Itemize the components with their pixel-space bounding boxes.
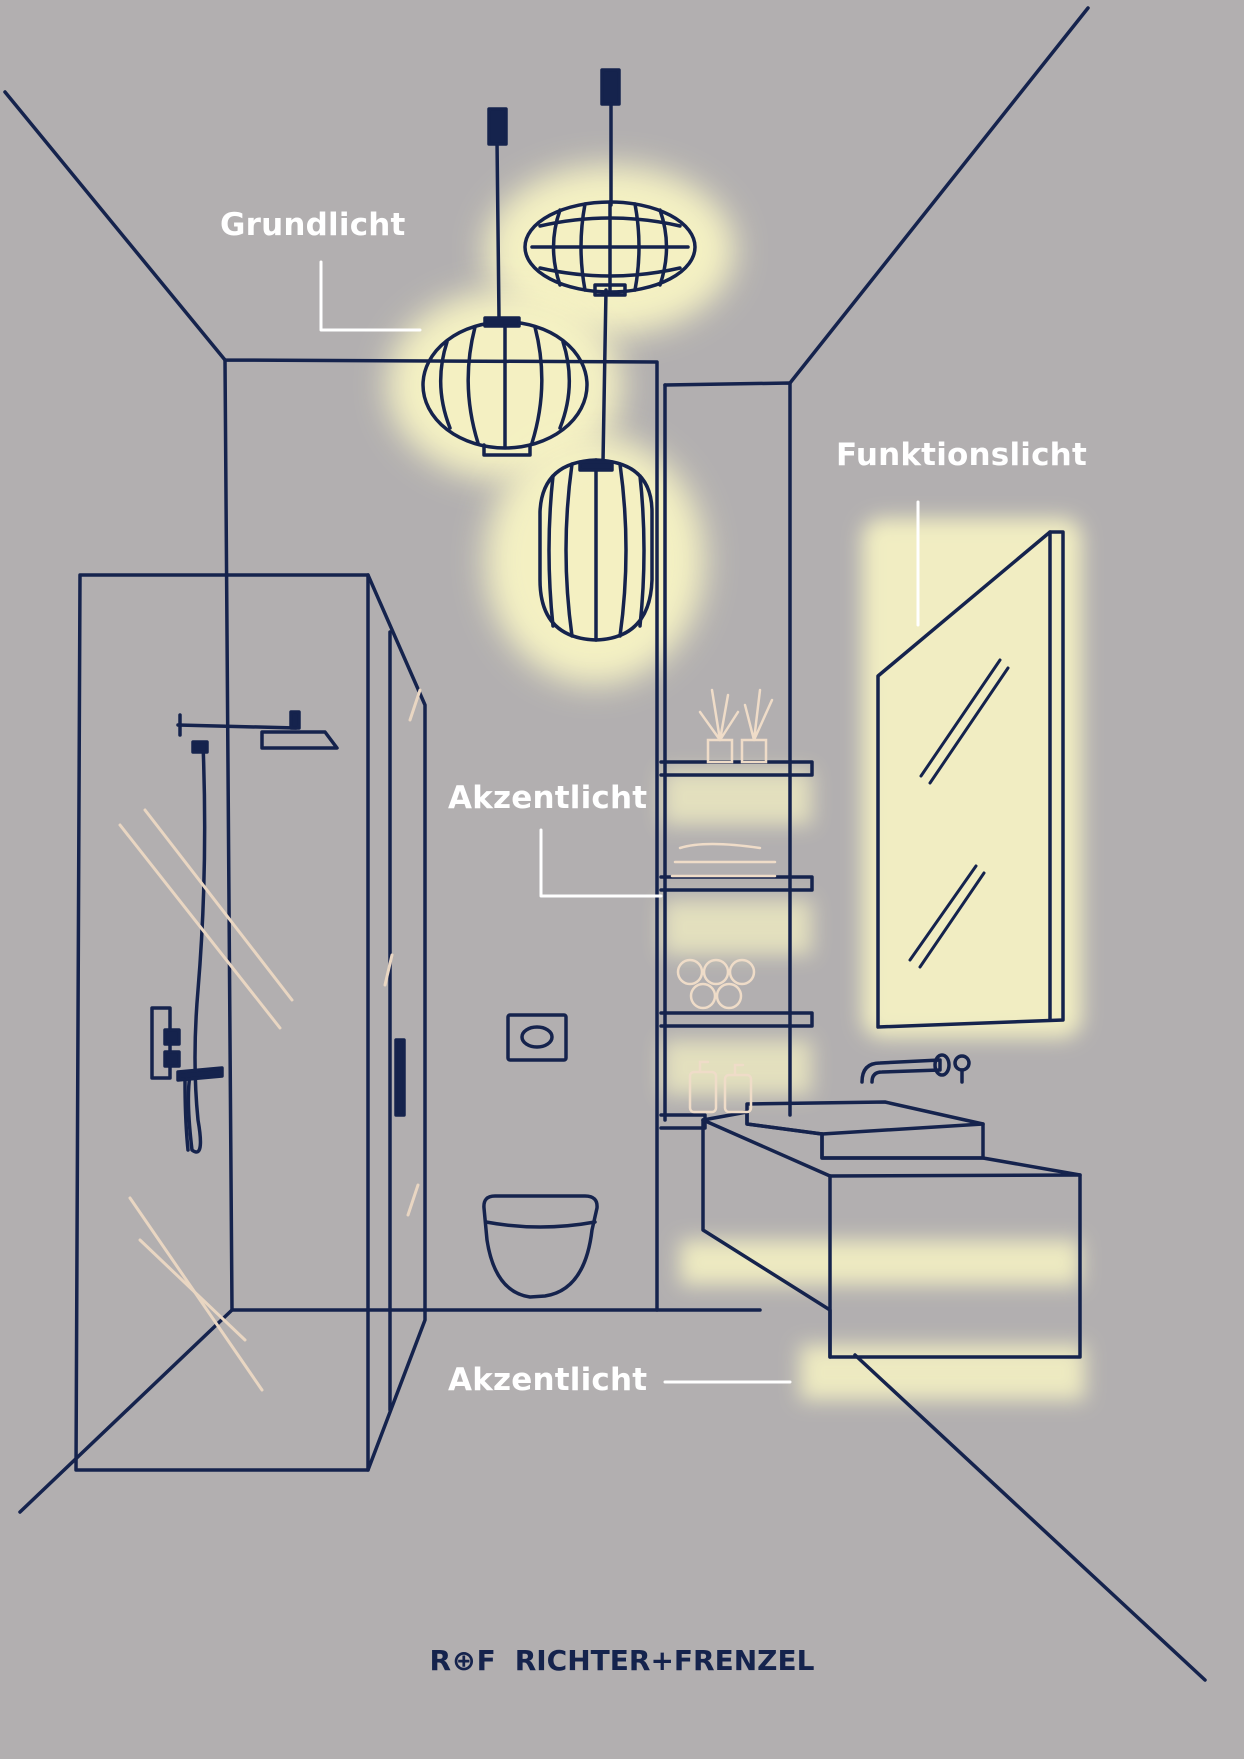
shower-side-glass [366, 573, 427, 1472]
label-grundlicht: Grundlicht [220, 207, 406, 243]
flush-plate [506, 1013, 568, 1062]
alcove [663, 381, 792, 1117]
shower-hose [186, 742, 207, 1154]
vanity-cabinet [701, 1110, 1082, 1359]
light-glows [387, 165, 1085, 1400]
leader-akzentlicht-shelves [539, 828, 663, 898]
rain-shower-head-icon [260, 730, 339, 750]
label-akzentlicht-shelves: Akzentlicht [448, 780, 648, 816]
hand-shower-icon [176, 1066, 224, 1082]
wall-toilet [482, 1194, 599, 1299]
pendant-lamp-lower [538, 458, 654, 642]
pendant-cord-left [495, 138, 501, 320]
floor-line-left [18, 1308, 234, 1514]
floor-line-right [853, 1353, 1207, 1682]
ceiling-line-left [3, 90, 227, 362]
brand-mark: R⊕F [429, 1644, 497, 1677]
folded-towels-icon [670, 842, 777, 878]
shelf-decor [670, 688, 777, 1114]
shower-door-handle [394, 1038, 406, 1117]
wall-faucet-icon [860, 1058, 942, 1084]
pendant-lamp-left [421, 316, 589, 457]
leader-grundlicht [319, 260, 422, 332]
shelf-top [659, 760, 814, 777]
pendant-cord-lower [601, 288, 608, 464]
label-funktionslicht: Funktionslicht [836, 437, 1087, 473]
label-akzentlicht-vanity: Akzentlicht [448, 1362, 648, 1398]
ceiling-line-right [788, 6, 1090, 385]
shelf-base [659, 1113, 707, 1130]
pendant-lamp-upper [523, 200, 697, 297]
brand-name: RICHTER+FRENZEL [514, 1644, 815, 1677]
soap-bottle-icon [688, 1070, 718, 1114]
shower-front-glass [74, 573, 370, 1472]
illuminated-mirror [876, 530, 1065, 1029]
glass-reflections [118, 658, 1010, 1392]
shower-arm [176, 723, 298, 730]
plant-pot-icon [706, 738, 734, 764]
shelf-bottom [659, 1011, 814, 1028]
flush-button [520, 1025, 554, 1049]
rolled-towel-icon [676, 958, 704, 986]
brand-logo: R⊕F RICHTER+FRENZEL [0, 1644, 1244, 1677]
